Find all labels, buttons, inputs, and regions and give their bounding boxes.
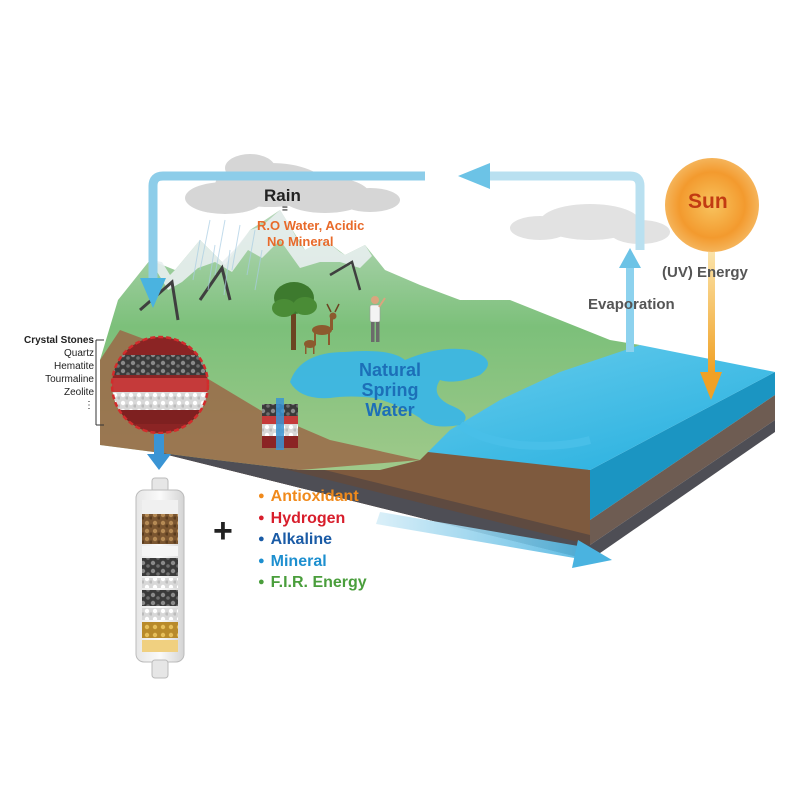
rain-label: Rain [264,186,301,205]
sun-icon [665,158,759,252]
evaporation-cloud [510,204,670,244]
crystal-item-more: ⋮ [84,400,94,411]
bullet-icon: ● [258,554,265,567]
bullet-icon: ● [258,490,265,503]
filter-down-arrow [147,434,171,470]
crystal-item-tourmaline: Tourmaline [45,374,94,385]
bullet-icon: ● [258,576,265,589]
evaporation-arrow [619,248,641,352]
rain-cloud [185,154,400,214]
plus-sign: + [213,512,233,550]
bullet-icon: ● [258,533,265,546]
crystal-stones-list: Crystal Stones Quartz Hematite Tourmalin… [8,334,94,412]
person-icon [369,296,386,342]
benefits-list: ● Antioxidant ● Hydrogen ● Alkaline ● Minera… [258,486,367,594]
rain-equals-sign: = [282,204,288,215]
outflow-arrow [376,512,612,568]
spring-label-line1: Natural [358,360,421,380]
benefit-text: Hydrogen [270,509,346,527]
uv-arrow [700,252,722,400]
sun-label: Sun [688,190,728,213]
benefit-fir-energy: ● F.I.R. Energy [258,572,367,594]
benefit-text: Antioxidant [270,488,359,505]
benefit-mineral: ● Mineral [258,551,367,573]
crystal-stones-lens [95,335,210,435]
benefit-antioxidant: ● Antioxidant [258,486,367,508]
uv-energy-label: (UV) Energy [662,264,748,281]
evaporation-label: Evaporation [588,296,675,313]
crystal-item-zeolite: Zeolite [63,387,94,398]
cycle-arrow [140,163,645,308]
spring-water-label: Natural Spring Water [335,360,445,420]
deer-icon [304,303,340,354]
ro-water-label: R.O Water, Acidic [257,218,365,233]
benefit-alkaline: ● Alkaline [258,529,367,551]
core-sample [262,398,298,450]
benefit-text: F.I.R. Energy [270,574,367,592]
benefit-text: Alkaline [270,531,333,549]
crystal-stones-title: Crystal Stones [23,335,94,346]
bullet-icon: ● [258,511,265,524]
spring-water [290,348,488,427]
spring-label-line2: Spring Water [361,380,419,420]
filter-cartridge [135,477,185,679]
crystal-item-quartz: Quartz [63,348,94,359]
benefit-hydrogen: ● Hydrogen [258,508,367,530]
tree-icon [272,282,317,350]
rain-drops [192,219,263,296]
no-mineral-label: No Mineral [267,234,334,249]
crystal-item-hematite: Hematite [53,361,94,372]
benefit-text: Mineral [270,552,327,570]
